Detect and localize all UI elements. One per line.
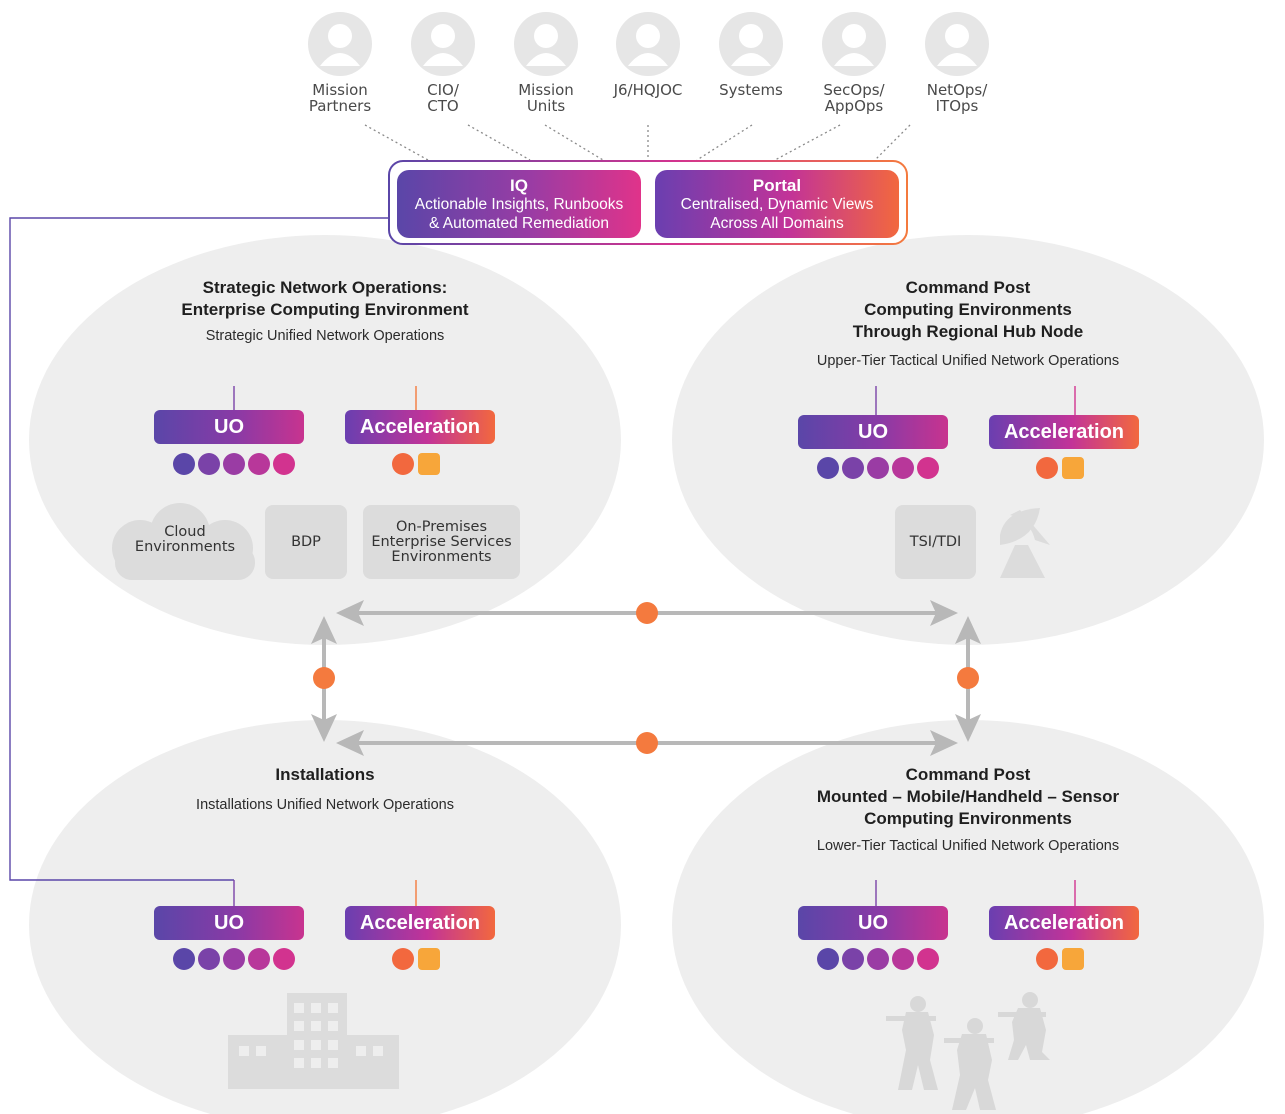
cloud-icon bbox=[112, 503, 255, 580]
portal-box[interactable]: Portal Centralised, Dynamic Views Across… bbox=[655, 170, 899, 238]
persona-mission-partners: Mission Partners bbox=[295, 12, 385, 114]
uo-dot bbox=[917, 948, 939, 970]
acceleration-square bbox=[418, 948, 440, 970]
strategic-uo-pill[interactable]: UO bbox=[154, 410, 304, 444]
outer-connection-lines bbox=[9, 217, 1285, 907]
iq-box[interactable]: IQ Actionable Insights, Runbooks & Autom… bbox=[397, 170, 641, 238]
command-upper-acceleration-pill[interactable]: Acceleration bbox=[989, 415, 1139, 449]
uo-dot bbox=[867, 457, 889, 479]
on-premises-box: On-Premises Enterprise Services Environm… bbox=[363, 505, 520, 579]
region-ellipse-command-lower bbox=[672, 720, 1264, 1114]
uo-dot bbox=[198, 948, 220, 970]
acceleration-dot bbox=[1036, 948, 1058, 970]
iq-title: IQ bbox=[510, 176, 528, 195]
uo-dot bbox=[173, 453, 195, 475]
acceleration-square bbox=[1062, 948, 1084, 970]
acceleration-dot bbox=[392, 453, 414, 475]
uo-dot bbox=[842, 457, 864, 479]
uo-dot bbox=[248, 453, 270, 475]
persona-j6-hqjoc: J6/HQJOC bbox=[603, 12, 693, 98]
persona-connectors bbox=[364, 124, 911, 161]
region-ellipse-installations bbox=[29, 720, 621, 1114]
persona-systems: Systems bbox=[706, 12, 796, 98]
person-icon bbox=[719, 12, 783, 76]
uo-dot bbox=[892, 948, 914, 970]
person-icon bbox=[514, 12, 578, 76]
installations-uo-dots bbox=[173, 948, 295, 970]
command-upper-subtitle: Upper-Tier Tactical Unified Network Oper… bbox=[816, 353, 1120, 369]
acceleration-dot bbox=[1036, 457, 1058, 479]
persona-label: Mission Units bbox=[518, 81, 574, 115]
person-icon bbox=[411, 12, 475, 76]
uo-dot bbox=[273, 948, 295, 970]
persona-label: SecOps/ AppOps bbox=[823, 81, 885, 115]
iq-subtitle: Actionable Insights, Runbooks & Automate… bbox=[414, 196, 624, 232]
uo-dot bbox=[173, 948, 195, 970]
person-icon bbox=[925, 12, 989, 76]
arrow-junction-dots bbox=[313, 602, 979, 754]
person-icon bbox=[308, 12, 372, 76]
installations-uo-pill[interactable]: UO bbox=[154, 906, 304, 940]
command-upper-uo-pill[interactable]: UO bbox=[798, 415, 948, 449]
building-icon bbox=[228, 993, 399, 1089]
acceleration-square bbox=[418, 453, 440, 475]
portal-title: Portal bbox=[752, 176, 802, 195]
junction-dot bbox=[636, 732, 658, 754]
persona-label: CIO/ CTO bbox=[427, 81, 459, 115]
persona-label: Mission Partners bbox=[308, 81, 372, 115]
strategic-title: Strategic Network Operations: Enterprise… bbox=[181, 278, 469, 319]
uo-dot bbox=[892, 457, 914, 479]
person-icon bbox=[616, 12, 680, 76]
persona-label: NetOps/ ITOps bbox=[926, 81, 988, 115]
command-upper-title: Command Post Computing Environments Thro… bbox=[852, 278, 1084, 341]
persona-netops-itops: NetOps/ ITOps bbox=[912, 12, 1002, 114]
uo-dot bbox=[248, 948, 270, 970]
installations-subtitle: Installations Unified Network Operations bbox=[196, 797, 454, 813]
persona-secops-appops: SecOps/ AppOps bbox=[809, 12, 899, 114]
acceleration-square bbox=[1062, 457, 1084, 479]
uo-dot bbox=[817, 948, 839, 970]
portal-subtitle: Centralised, Dynamic Views Across All Do… bbox=[680, 196, 874, 232]
uo-dot bbox=[223, 453, 245, 475]
junction-dot bbox=[313, 667, 335, 689]
acceleration-dot bbox=[392, 948, 414, 970]
uo-dot bbox=[198, 453, 220, 475]
persona-mission-units: Mission Units bbox=[501, 12, 591, 114]
uo-dot bbox=[867, 948, 889, 970]
junction-dot bbox=[636, 602, 658, 624]
soldiers-icon bbox=[886, 992, 1050, 1110]
command-lower-uo-dots bbox=[817, 948, 939, 970]
uo-dot bbox=[223, 948, 245, 970]
command-lower-title: Command Post Mounted – Mobile/Handheld –… bbox=[816, 765, 1120, 828]
cloud-environments-label: Cloud Environments bbox=[134, 524, 236, 555]
region-ellipse-command-upper bbox=[672, 235, 1264, 645]
persona-label: J6/HQJOC bbox=[613, 81, 683, 99]
uo-dot bbox=[273, 453, 295, 475]
satellite-dish-icon bbox=[1000, 508, 1050, 578]
installations-acceleration-pill[interactable]: Acceleration bbox=[345, 906, 495, 940]
person-icon bbox=[822, 12, 886, 76]
bdp-box: BDP bbox=[265, 505, 347, 579]
junction-dot bbox=[957, 667, 979, 689]
command-upper-uo-dots bbox=[817, 457, 939, 479]
strategic-uo-dots bbox=[173, 453, 295, 475]
command-lower-subtitle: Lower-Tier Tactical Unified Network Oper… bbox=[816, 838, 1120, 854]
uo-dot bbox=[817, 457, 839, 479]
strategic-acceleration-pill[interactable]: Acceleration bbox=[345, 410, 495, 444]
command-lower-uo-pill[interactable]: UO bbox=[798, 906, 948, 940]
tsi-tdi-box: TSI/TDI bbox=[895, 505, 976, 579]
strategic-subtitle: Strategic Unified Network Operations bbox=[205, 328, 445, 344]
persona-cio-cto: CIO/ CTO bbox=[398, 12, 488, 114]
persona-label: Systems bbox=[719, 81, 783, 99]
uo-dot bbox=[842, 948, 864, 970]
installations-title: Installations bbox=[275, 765, 375, 784]
uo-dot bbox=[917, 457, 939, 479]
command-lower-acceleration-pill[interactable]: Acceleration bbox=[989, 906, 1139, 940]
